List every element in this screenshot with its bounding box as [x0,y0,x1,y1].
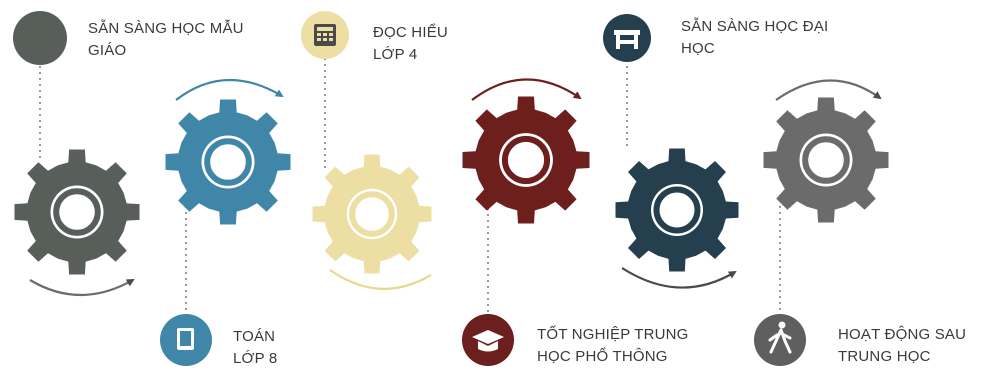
graduation-cap-icon [462,314,514,366]
label-line-1: SẴN SÀNG HỌC MẪU [88,20,244,37]
gears-group [14,96,889,275]
calculator-icon [301,11,349,59]
gear-kindergarten [14,149,140,275]
label-math-grade-8: TOÁN LỚP 8 [233,326,277,370]
label-college-readiness: SẴN SÀNG HỌC ĐẠI HỌC [681,16,828,60]
label-line-1: SẴN SÀNG HỌC ĐẠI [681,18,829,35]
kindergarten-badge [13,11,67,65]
label-kindergarten-readiness: SẴN SÀNG HỌC MẪU GIÁO [88,18,244,62]
gear-math8 [165,99,291,225]
label-reading-grade-4: ĐỌC HIỂU LỚP 4 [373,22,448,66]
label-line-2: TRUNG HỌC [838,348,931,365]
label-line-1: TOÁN [233,328,276,345]
label-line-2: LỚP 8 [233,350,278,367]
gear-reading4 [312,154,432,274]
flow-arrows [29,78,882,296]
label-line-2: HỌC PHỔ THÔNG [537,348,668,365]
gear-hs-grad [462,96,590,224]
gear-post-hs [763,97,889,223]
label-line-1: TỐT NGHIỆP TRUNG [537,326,689,343]
label-high-school-graduation: TỐT NGHIỆP TRUNG HỌC PHỔ THÔNG [537,324,689,368]
label-line-2: HỌC [681,40,715,57]
walking-person-icon [754,314,806,366]
label-line-1: HOẠT ĐỘNG SAU [838,326,967,343]
label-line-1: ĐỌC HIỂU [373,24,448,41]
gear-college [615,148,739,272]
label-line-2: GIÁO [88,42,127,59]
connector-lines [39,58,781,318]
label-post-high-school: HOẠT ĐỘNG SAU TRUNG HỌC [838,324,966,368]
book-icon [160,314,212,366]
label-line-2: LỚP 4 [373,46,418,63]
desk-icon [603,14,651,62]
icon-badges [13,11,806,366]
